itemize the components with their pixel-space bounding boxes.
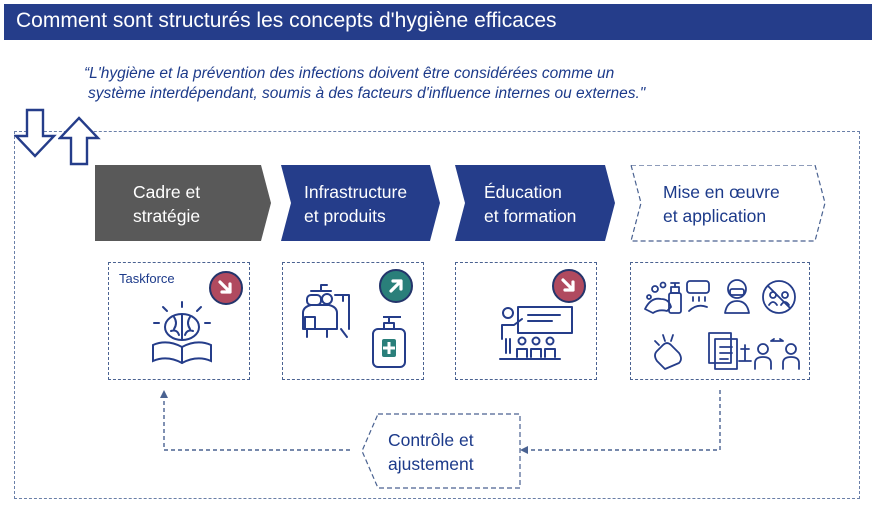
chevron-step-3	[455, 165, 615, 241]
control-line-2: ajustement	[388, 454, 474, 474]
quote-text: “L'hygiène et la prévention des infectio…	[84, 64, 804, 104]
process-chevrons	[95, 165, 826, 242]
page-title: Comment sont structurés les concepts d'h…	[16, 9, 557, 32]
feedback-loop-arrows	[160, 390, 721, 454]
hand-washing-icon	[644, 281, 672, 314]
step-2-line-2: et produits	[304, 206, 386, 226]
arrow-down-right-icon	[209, 271, 243, 305]
application-icons	[644, 279, 800, 370]
step-4-line-2: et application	[663, 206, 767, 226]
taskforce-label: Taskforce	[119, 271, 175, 286]
masked-person-icon	[724, 279, 750, 314]
chevron-step-4	[630, 165, 826, 242]
quote-line-1: “L'hygiène et la prévention des infectio…	[84, 65, 615, 82]
step-4-line-1: Mise en œuvre	[663, 182, 780, 202]
box-mise-en-oeuvre	[630, 262, 810, 380]
header-bar: Comment sont structurés les concepts d'h…	[4, 4, 872, 40]
box-education-formation	[455, 262, 597, 380]
control-chevron	[361, 413, 521, 489]
glove-hand-icon	[654, 334, 682, 370]
quote-line-2: système interdépendant, soumis à des fac…	[88, 85, 646, 102]
presentation-class-icon	[499, 306, 573, 360]
cleaning-worker-icon	[302, 284, 350, 338]
step-1-line-1: Cadre et	[133, 182, 201, 202]
distancing-2m-icon	[754, 338, 800, 370]
no-gathering-icon	[762, 280, 796, 314]
step-3-line-1: Éducation	[484, 182, 562, 202]
step-4-label: Mise en œuvre et application	[663, 180, 780, 228]
box-infrastructure-produits	[282, 262, 424, 380]
hand-dryer-icon	[686, 280, 710, 312]
chevron-step-2	[281, 165, 440, 241]
step-2-label: Infrastructure et produits	[304, 180, 407, 228]
hand-sanitizer-icon	[372, 316, 406, 368]
arrow-up-icon	[58, 116, 101, 166]
soap-dispenser-icon	[668, 282, 682, 314]
step-1-label: Cadre et stratégie	[133, 180, 200, 228]
step-2-line-1: Infrastructure	[304, 182, 408, 202]
step-3-label: Éducation et formation	[484, 180, 576, 228]
step-1-line-2: stratégie	[133, 206, 201, 226]
control-adjustment-label: Contrôle et ajustement	[388, 428, 474, 476]
box-cadre-strategie: Taskforce	[108, 262, 250, 380]
brain-book-icon	[152, 301, 212, 365]
system-frame	[14, 131, 860, 499]
arrow-up-right-icon	[379, 269, 413, 303]
arrow-down-icon	[14, 108, 57, 158]
step-3-line-2: et formation	[484, 206, 577, 226]
chevron-step-1	[95, 165, 271, 241]
arrow-down-right-icon	[552, 269, 586, 303]
control-line-1: Contrôle et	[388, 430, 474, 450]
documents-icon	[708, 332, 752, 370]
